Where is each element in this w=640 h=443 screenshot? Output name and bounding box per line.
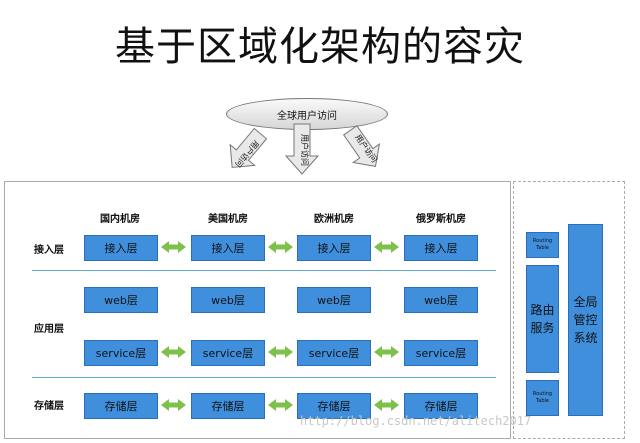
sync-arrow-service-2 [268,346,293,358]
sync-arrow-service-1 [161,346,186,358]
routing-table-bottom-label: Routing Table [532,391,553,404]
routing-table-top: Routing Table [526,232,559,258]
storage-box-europe: 存储层 [297,393,371,419]
sync-arrow-storage-1 [161,399,186,411]
global-control-box: 全局管控系统 [568,224,603,416]
row-label-access: 接入层 [34,245,64,256]
web-box-label: web层 [424,294,458,307]
storage-box-russia: 存储层 [404,393,478,419]
column-header-europe: 欧洲机房 [314,214,354,225]
service-box-label: service层 [308,347,360,360]
storage-box-label: 存储层 [211,400,245,413]
column-header-usa: 美国机房 [208,214,248,225]
access-box-europe: 接入层 [297,235,371,261]
service-box-russia: service层 [404,340,478,366]
sync-arrow-storage-2 [268,399,293,411]
routing-table-top-label: Routing Table [532,238,553,251]
separator-access-app [32,270,496,271]
row-label-storage: 存储层 [34,401,64,412]
storage-box-label: 存储层 [317,400,351,413]
user-access-arrow-center: 用户访问 [284,123,320,175]
global-access-label: 全球用户访问 [277,110,337,122]
web-box-label: web层 [104,294,138,307]
web-box-china: web层 [84,287,158,313]
routing-service-box: 路由服务 [526,265,559,373]
page-title: 基于区域化架构的容灾 [115,24,525,70]
sync-arrow-service-3 [374,346,399,358]
storage-box-label: 存储层 [424,400,458,413]
access-box-label: 接入层 [317,242,351,255]
access-box-label: 接入层 [211,242,245,255]
routing-service-label: 路由服务 [530,303,555,335]
service-box-label: service层 [415,347,467,360]
sync-arrow-storage-3 [374,399,399,411]
column-header-russia: 俄罗斯机房 [416,214,466,225]
user-access-text-center: 用户访问 [300,134,310,166]
access-box-usa: 接入层 [191,235,265,261]
web-box-label: web层 [211,294,245,307]
global-control-label: 全局管控系统 [573,295,598,345]
storage-box-label: 存储层 [104,400,138,413]
sync-arrow-access-3 [374,241,399,253]
storage-box-china: 存储层 [84,393,158,419]
web-box-label: web层 [317,294,351,307]
access-box-label: 接入层 [104,242,138,255]
routing-table-bottom: Routing Table [526,380,559,416]
service-box-europe: service层 [297,340,371,366]
web-box-russia: web层 [404,287,478,313]
web-box-europe: web层 [297,287,371,313]
column-header-china: 国内机房 [100,214,140,225]
storage-box-usa: 存储层 [191,393,265,419]
service-box-china: service层 [84,340,158,366]
row-label-app: 应用层 [34,324,64,335]
sync-arrow-access-2 [268,241,293,253]
service-box-usa: service层 [191,340,265,366]
access-box-russia: 接入层 [404,235,478,261]
service-box-label: service层 [95,347,147,360]
access-box-china: 接入层 [84,235,158,261]
access-box-label: 接入层 [424,242,458,255]
service-box-label: service层 [202,347,254,360]
global-access-ellipse: 全球用户访问 [226,98,388,130]
separator-app-storage [32,377,496,378]
watermark-url: http://blog.csdn.net/alitech2017 [300,414,532,428]
sync-arrow-access-1 [161,241,186,253]
web-box-usa: web层 [191,287,265,313]
